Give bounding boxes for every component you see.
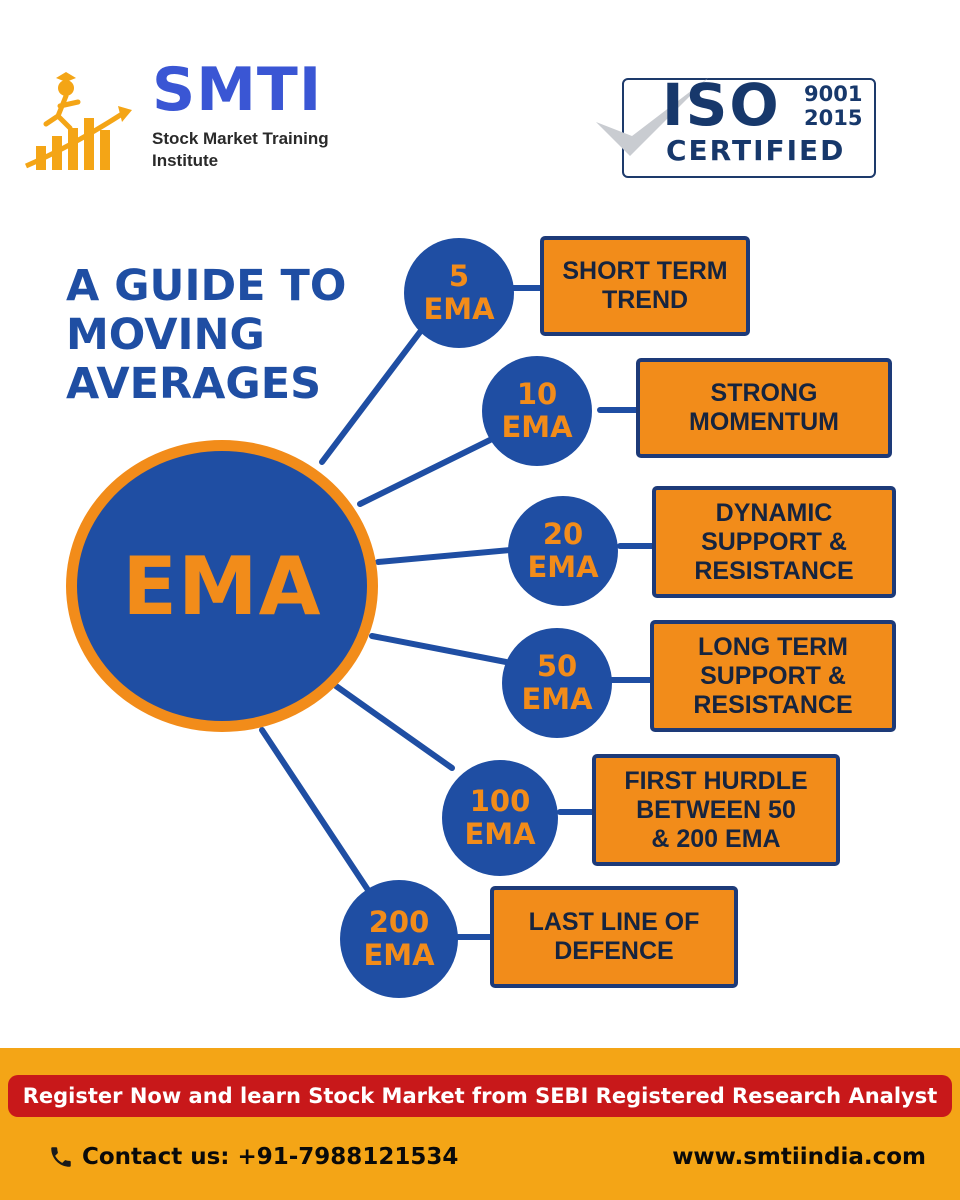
description-line: FIRST HURDLE <box>624 766 808 795</box>
diagram-title: A GUIDE TO MOVING AVERAGES <box>66 262 386 409</box>
ema-node-10: 10 EMA <box>482 356 592 466</box>
iso-certified: CERTIFIED <box>666 134 846 167</box>
description-line: & 200 EMA <box>651 824 781 853</box>
node-unit: EMA <box>521 682 593 716</box>
connector-line <box>319 329 423 465</box>
description-line: MOMENTUM <box>689 408 839 436</box>
ema-node-20: 20 EMA <box>508 496 618 606</box>
hub-label: EMA <box>122 539 322 633</box>
description-line: BETWEEN 50 <box>636 795 796 824</box>
phone-icon <box>51 1147 71 1167</box>
node-period: 100 <box>469 784 531 818</box>
node-period: 10 <box>516 377 558 411</box>
description-line: RESISTANCE <box>694 556 854 585</box>
footer: Register Now and learn Stock Market from… <box>0 1048 960 1200</box>
node-period: 50 <box>536 649 578 683</box>
ema-description-100: FIRST HURDLE BETWEEN 50 & 200 EMA <box>592 754 840 866</box>
contact-text: Contact us: +91-7988121534 <box>82 1144 459 1170</box>
ema-node-100: 100 EMA <box>442 760 558 876</box>
contact-info[interactable]: Contact us: +91-7988121534 <box>48 1144 458 1170</box>
iso-text: ISO <box>662 71 781 139</box>
website-link[interactable]: www.smtiindia.com <box>672 1144 926 1170</box>
register-banner[interactable]: Register Now and learn Stock Market from… <box>8 1075 952 1117</box>
node-period: 5 <box>448 259 470 293</box>
iso-year-1: 9001 <box>804 82 863 106</box>
brand-subtitle: Stock Market Training Institute <box>152 129 329 170</box>
node-unit: EMA <box>423 292 495 326</box>
connector-line <box>333 683 455 771</box>
description-line: LAST LINE OF <box>528 908 700 936</box>
description-line: TREND <box>601 286 689 314</box>
ema-description-50: LONG TERM SUPPORT & RESISTANCE <box>650 620 896 732</box>
ema-node-50: 50 EMA <box>502 628 612 738</box>
description-line: LONG TERM <box>698 632 848 661</box>
connector-line <box>357 437 493 507</box>
node-unit: EMA <box>363 938 435 972</box>
node-period: 200 <box>368 905 430 939</box>
brand: SMTI Stock Market Training Institute <box>152 60 352 172</box>
iso-year-2: 2015 <box>804 106 863 130</box>
node-unit: EMA <box>501 410 573 444</box>
ema-description-200: LAST LINE OF DEFENCE <box>490 886 738 988</box>
description-line: DEFENCE <box>554 937 674 965</box>
description-line: SUPPORT & <box>700 661 846 690</box>
description-line: SHORT TERM <box>562 257 728 285</box>
connector-line <box>375 547 513 565</box>
node-period: 20 <box>542 517 584 551</box>
connector-line <box>259 727 371 893</box>
ema-description-10: STRONG MOMENTUM <box>636 358 892 458</box>
title-line: A GUIDE TO <box>66 261 347 311</box>
ema-node-200: 200 EMA <box>340 880 458 998</box>
ema-diagram: A GUIDE TO MOVING AVERAGES EMA 5 EMA SHO… <box>0 200 960 1040</box>
ema-hub: EMA <box>66 440 378 732</box>
ema-description-5: SHORT TERM TREND <box>540 236 750 336</box>
brand-name: SMTI <box>152 55 323 125</box>
description-line: DYNAMIC <box>715 498 833 527</box>
node-unit: EMA <box>464 817 536 851</box>
title-line: AVERAGES <box>66 359 322 409</box>
ema-node-5: 5 EMA <box>404 238 514 348</box>
iso-badge: ISO 9001 2015 CERTIFIED <box>592 70 876 178</box>
description-line: SUPPORT & <box>701 527 847 556</box>
iso-checkmark-icon <box>596 78 708 156</box>
connector-lines <box>259 285 659 940</box>
logo-mark-icon <box>25 72 132 170</box>
header: SMTI Stock Market Training Institute ISO… <box>0 0 960 200</box>
description-line: STRONG <box>710 379 818 407</box>
ema-description-20: DYNAMIC SUPPORT & RESISTANCE <box>652 486 896 598</box>
iso-box <box>622 78 876 178</box>
title-line: MOVING <box>66 310 265 360</box>
iso-years: 9001 2015 <box>804 82 862 130</box>
description-line: RESISTANCE <box>693 690 853 719</box>
connector-line <box>369 633 509 665</box>
node-unit: EMA <box>527 550 599 584</box>
